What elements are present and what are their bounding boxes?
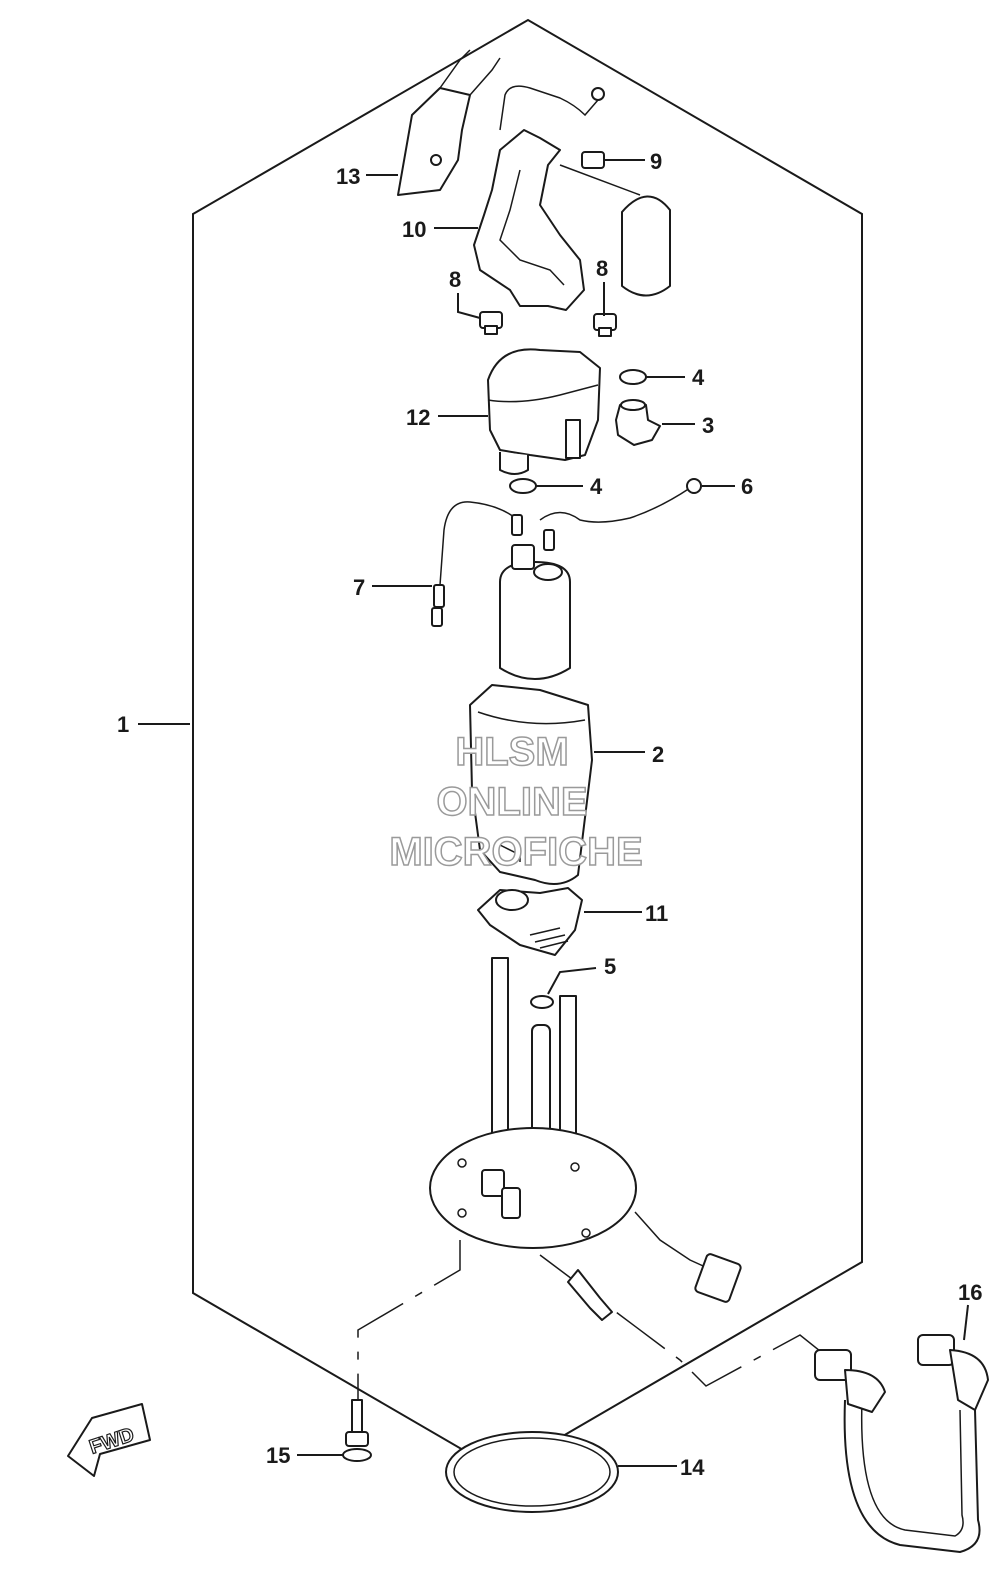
part-4-o-ring-upper	[619, 369, 647, 385]
callout-8-left: 8	[449, 267, 461, 292]
part-13-clip	[397, 49, 501, 196]
callout-4-upper: 4	[692, 365, 705, 390]
part-12-housing	[487, 348, 601, 461]
callout-6: 6	[741, 474, 753, 499]
part-3-regulator	[615, 399, 661, 446]
callout-9: 9	[650, 149, 662, 174]
assembly-outline	[192, 18, 863, 1474]
watermark-line-3: MICROFICHE	[389, 830, 642, 874]
callout-1: 1	[117, 712, 129, 737]
callout-11: 11	[645, 901, 668, 926]
part-16-hose	[843, 1399, 981, 1553]
part-9-clip	[581, 151, 605, 169]
callout-14: 14	[680, 1455, 705, 1480]
part-8-bolt-right	[593, 313, 617, 337]
hose-connector-left	[814, 1349, 886, 1413]
watermark-line-1: HLSM	[455, 730, 568, 774]
part-15-screw	[342, 1399, 372, 1462]
callout-13: 13	[336, 164, 360, 189]
callout-10: 10	[402, 217, 426, 242]
callout-2: 2	[652, 742, 664, 767]
harness	[634, 1211, 713, 1271]
callout-16: 16	[958, 1280, 982, 1305]
part-9-float-arm	[559, 164, 641, 196]
watermark-line-2: ONLINE	[436, 780, 587, 824]
wire-13	[499, 85, 599, 131]
part-11-filter	[477, 887, 583, 956]
callout-7: 7	[353, 575, 365, 600]
wire-6	[539, 487, 691, 523]
callout-5: 5	[604, 954, 616, 979]
callout-3: 3	[702, 413, 714, 438]
hose-connector-right	[917, 1334, 989, 1411]
callout-12: 12	[406, 405, 430, 430]
part-2-holder	[469, 684, 593, 885]
base-plate	[429, 957, 637, 1249]
part-4-o-ring-lower	[509, 478, 537, 494]
part-5-o-ring	[530, 995, 554, 1009]
callout-15: 15	[266, 1443, 290, 1468]
float-body	[621, 195, 671, 297]
wire-7	[439, 501, 519, 586]
callout-8-right: 8	[596, 256, 608, 281]
callout-4-lower: 4	[590, 474, 603, 499]
fwd-arrow: FWD	[67, 1403, 151, 1477]
part-8-bolt-left	[479, 311, 503, 335]
fuel-pump	[499, 544, 571, 680]
part-10-bracket	[473, 129, 585, 311]
leader-dash-16	[539, 1254, 826, 1387]
part-14-gasket	[445, 1431, 619, 1513]
outlet-tube	[567, 1269, 613, 1321]
leader-dash-15	[357, 1240, 461, 1400]
